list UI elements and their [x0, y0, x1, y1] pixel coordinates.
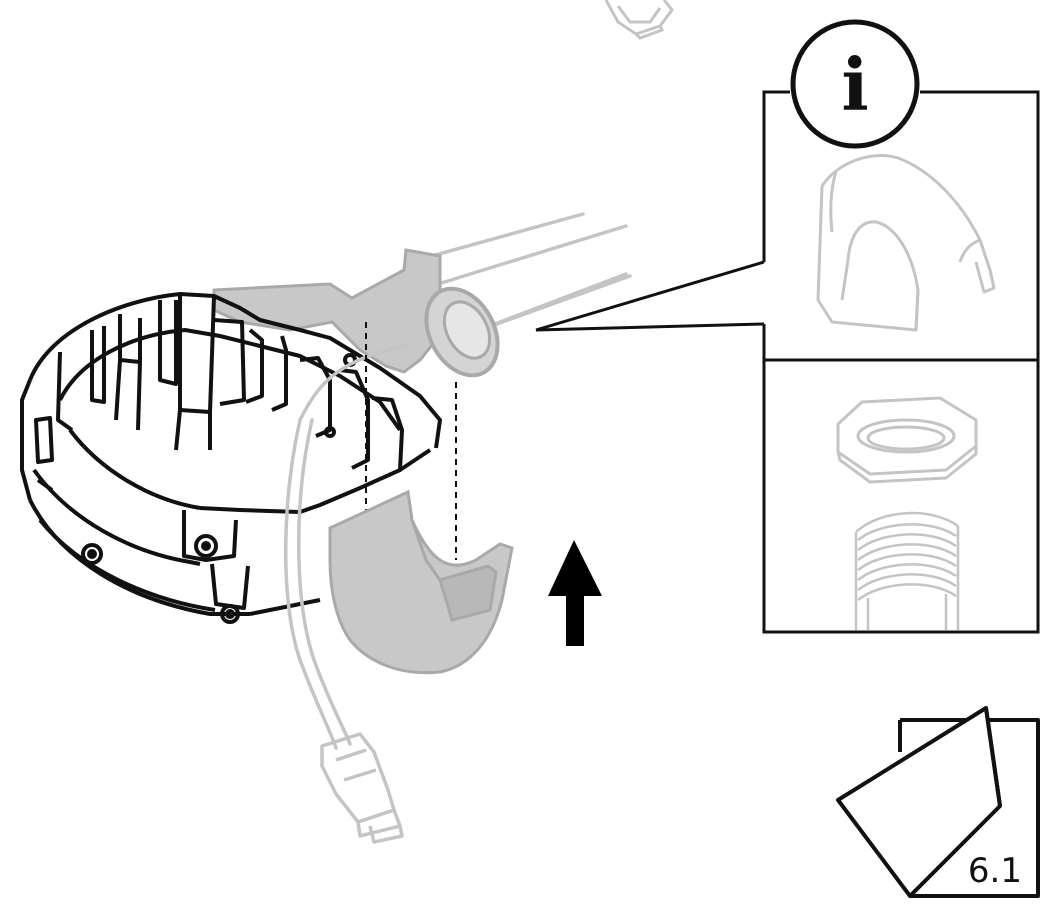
cover-cap-part [328, 489, 514, 675]
cable-entry-fitting [212, 248, 500, 378]
page-reference-label: 6.1 [968, 851, 1022, 891]
mounting-bracket [20, 292, 442, 624]
top-cable-connector [604, 0, 674, 40]
callout-cover-cap-illustration [816, 154, 996, 332]
alignment-guides [365, 322, 457, 560]
info-callout-box [762, 90, 1040, 634]
info-icon: i [790, 19, 920, 149]
info-symbol: i [841, 42, 868, 127]
callout-threaded-conduit-illustration [854, 511, 960, 630]
callout-pointer [535, 260, 765, 332]
cable-plug [320, 732, 404, 844]
callout-hex-nut-illustration [836, 396, 978, 484]
arrow-up-icon [548, 540, 602, 646]
network-cable [284, 342, 412, 750]
page-turn-icon [836, 706, 1040, 898]
